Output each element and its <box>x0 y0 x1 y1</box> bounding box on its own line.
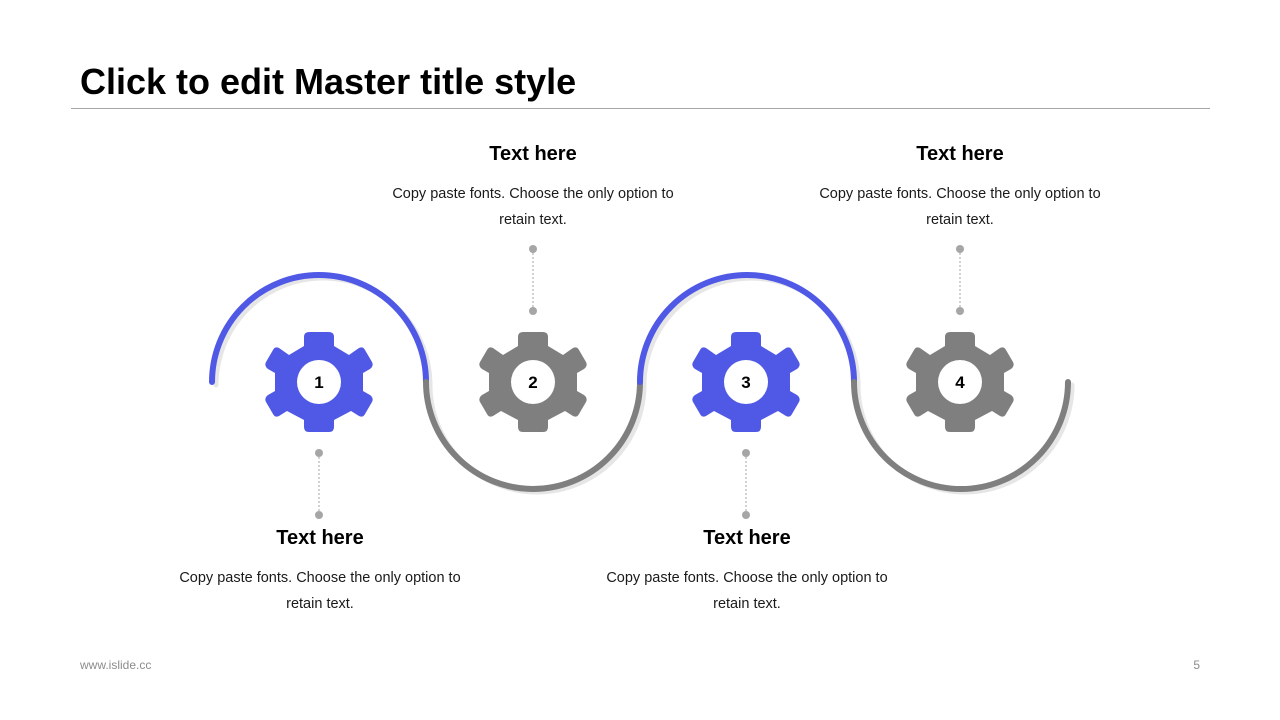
dot-icon <box>315 449 323 457</box>
step-number: 1 <box>314 373 323 392</box>
connector-4 <box>956 245 964 315</box>
step-heading: Text here <box>489 143 577 165</box>
dot-icon <box>529 307 537 315</box>
step-4-text: Text here Copy paste fonts. Choose the o… <box>810 141 1110 233</box>
connector-1 <box>315 449 323 519</box>
wave-segment-4 <box>851 379 1071 492</box>
page-number: 5 <box>1193 658 1200 672</box>
wave-segment-3 <box>637 272 857 385</box>
connector-3 <box>742 449 750 519</box>
step-number: 4 <box>955 373 965 392</box>
step-body: Copy paste fonts. Choose the only option… <box>606 570 888 612</box>
connector-2 <box>529 245 537 315</box>
gear-step-1: 1 <box>265 332 373 432</box>
dot-icon <box>529 245 537 253</box>
wave-segment-2 <box>423 379 643 492</box>
step-heading: Text here <box>276 527 364 549</box>
step-body: Copy paste fonts. Choose the only option… <box>392 186 674 228</box>
gear-step-4: 4 <box>906 332 1014 432</box>
title-divider <box>71 108 1210 109</box>
step-2-text: Text here Copy paste fonts. Choose the o… <box>383 141 683 233</box>
dot-icon <box>956 245 964 253</box>
step-body: Copy paste fonts. Choose the only option… <box>179 570 461 612</box>
dot-icon <box>956 307 964 315</box>
dot-icon <box>742 511 750 519</box>
step-1-text: Text here Copy paste fonts. Choose the o… <box>170 525 470 617</box>
step-3-text: Text here Copy paste fonts. Choose the o… <box>597 525 897 617</box>
step-body: Copy paste fonts. Choose the only option… <box>819 186 1101 228</box>
wave-track <box>209 272 1071 492</box>
wave-segment-1 <box>209 272 429 385</box>
step-heading: Text here <box>916 143 1004 165</box>
footer-url: www.islide.cc <box>80 658 152 672</box>
dot-icon <box>315 511 323 519</box>
step-number: 2 <box>528 373 537 392</box>
slide-title: Click to edit Master title style <box>80 61 577 102</box>
step-heading: Text here <box>703 527 791 549</box>
step-number: 3 <box>741 373 750 392</box>
dot-icon <box>742 449 750 457</box>
gear-step-2: 2 <box>479 332 587 432</box>
gear-step-3: 3 <box>692 332 800 432</box>
